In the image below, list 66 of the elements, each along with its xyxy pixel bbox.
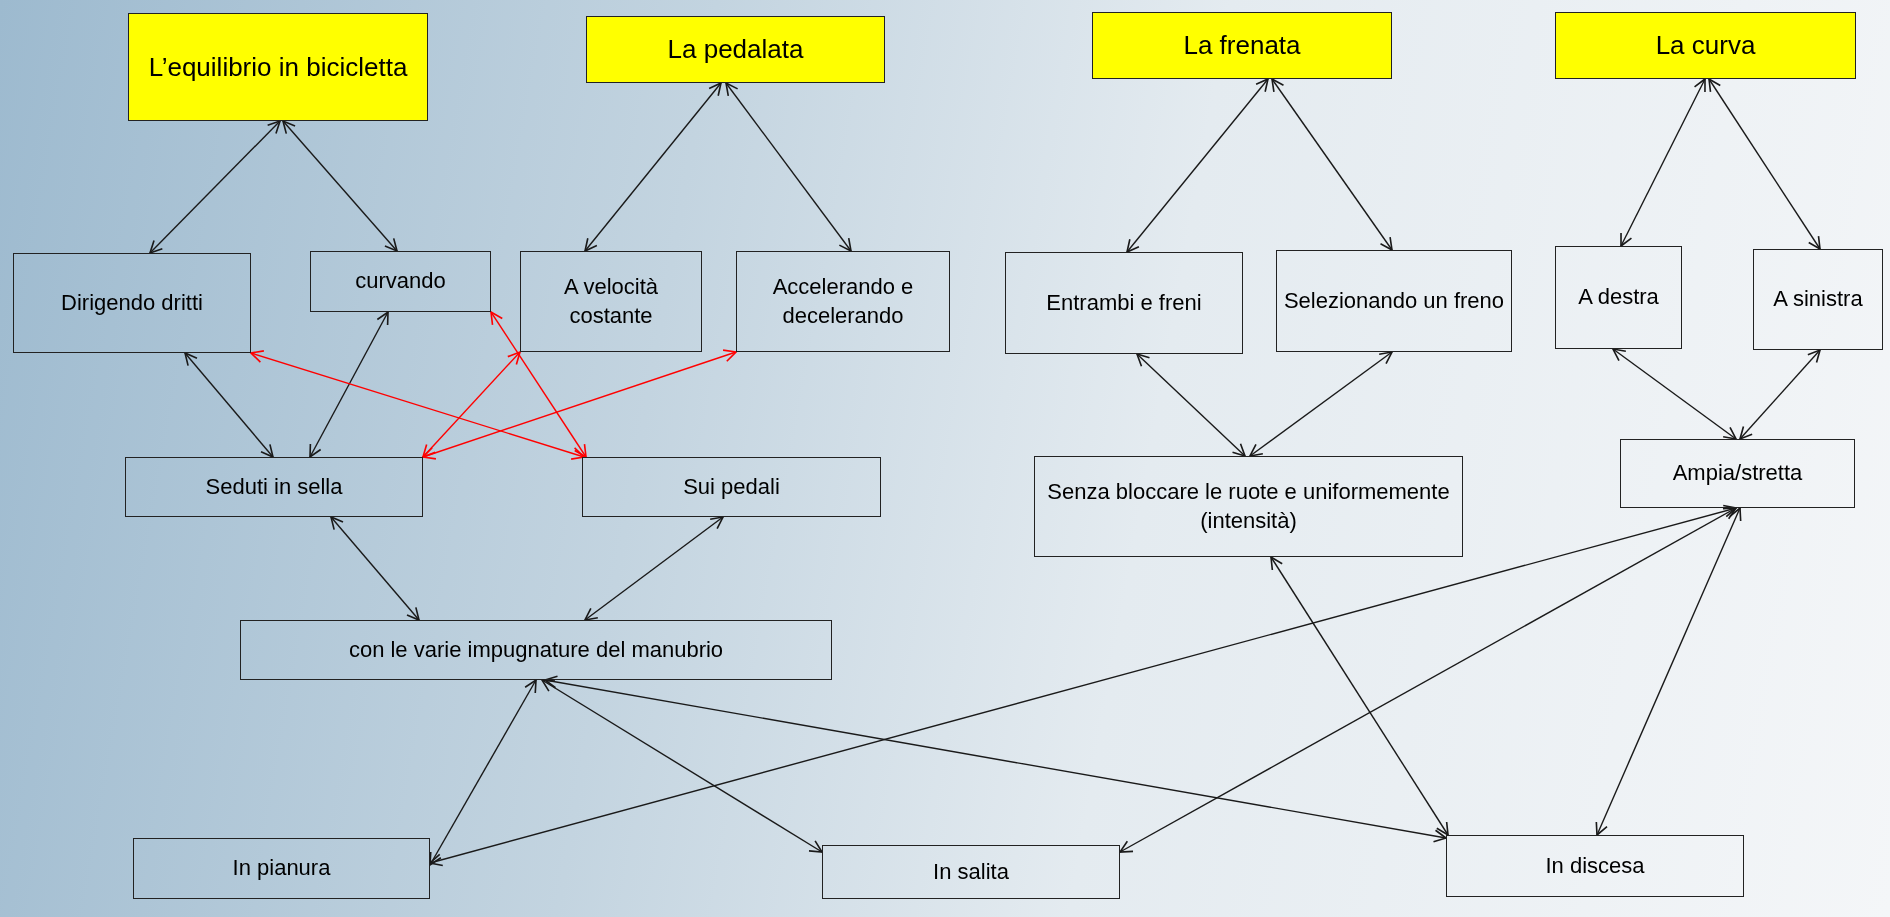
double-arrow <box>1708 78 1821 250</box>
node-label: Accelerando e decelerando <box>771 272 915 330</box>
node-label: L’equilibrio in bicicletta <box>148 51 408 83</box>
concept-box <box>1620 439 1855 508</box>
topic-box <box>1555 12 1856 79</box>
double-arrow <box>429 679 537 866</box>
double-arrow <box>1119 507 1737 853</box>
double-arrow <box>584 82 722 252</box>
concept-box <box>310 251 491 312</box>
concept-box <box>822 845 1120 899</box>
double-arrow <box>541 679 823 853</box>
double-arrow <box>422 349 737 460</box>
double-arrow <box>490 311 587 458</box>
node-label: In salita <box>933 857 1009 886</box>
node-label: con le varie impugnature del manubrio <box>348 635 724 664</box>
node-label: Entrambi e freni <box>1046 288 1202 317</box>
node-label: In discesa <box>1545 851 1645 880</box>
node-label: La frenata <box>1183 30 1301 61</box>
node-label: Selezionando un freno <box>1283 286 1505 315</box>
double-arrow <box>1126 78 1269 253</box>
concept-box <box>582 457 881 517</box>
double-arrow <box>1136 353 1246 457</box>
double-arrow <box>330 516 420 621</box>
topic-box <box>1092 12 1392 79</box>
double-arrow <box>584 516 724 621</box>
topic-box <box>128 13 428 121</box>
concept-box <box>1276 250 1512 352</box>
node-label: curvando <box>355 267 446 296</box>
concept-box <box>1005 252 1243 354</box>
concept-box <box>240 620 832 680</box>
double-arrow <box>1595 507 1742 836</box>
double-arrow <box>250 350 585 460</box>
double-arrow <box>1739 349 1821 440</box>
node-label: La pedalata <box>667 34 804 65</box>
concept-box <box>520 251 702 352</box>
node-label: Seduti in sella <box>205 472 343 501</box>
concept-box <box>1555 246 1682 349</box>
double-arrow <box>422 351 521 458</box>
concept-box <box>1753 249 1883 350</box>
double-arrow <box>149 120 281 254</box>
node-label: A destra <box>1578 283 1659 312</box>
double-arrow <box>1612 348 1737 440</box>
double-arrow <box>309 311 389 458</box>
node-label: Sui pedali <box>683 472 780 501</box>
node-label: Dirigendo dritti <box>61 288 203 317</box>
double-arrow <box>725 82 852 252</box>
concept-box <box>1034 456 1463 557</box>
concept-box <box>736 251 950 352</box>
concept-box <box>13 253 251 353</box>
node-label: In pianura <box>232 854 331 883</box>
double-arrow <box>544 675 1447 843</box>
concept-box <box>125 457 423 517</box>
node-label: A velocità costante <box>562 272 660 330</box>
node-label: Ampia/stretta <box>1672 459 1803 488</box>
double-arrow <box>1249 351 1393 457</box>
node-label: La curva <box>1655 30 1756 61</box>
concept-box <box>133 838 430 899</box>
double-arrow <box>1271 78 1393 251</box>
double-arrow <box>282 120 398 252</box>
node-label: Senza bloccare le ruote e uniformemente (intensità) <box>1046 477 1451 535</box>
double-arrow <box>184 352 274 458</box>
double-arrow <box>1620 78 1706 247</box>
node-label: A sinistra <box>1773 285 1863 314</box>
double-arrow <box>1270 556 1449 836</box>
topic-box <box>586 16 885 83</box>
concept-box <box>1446 835 1744 897</box>
